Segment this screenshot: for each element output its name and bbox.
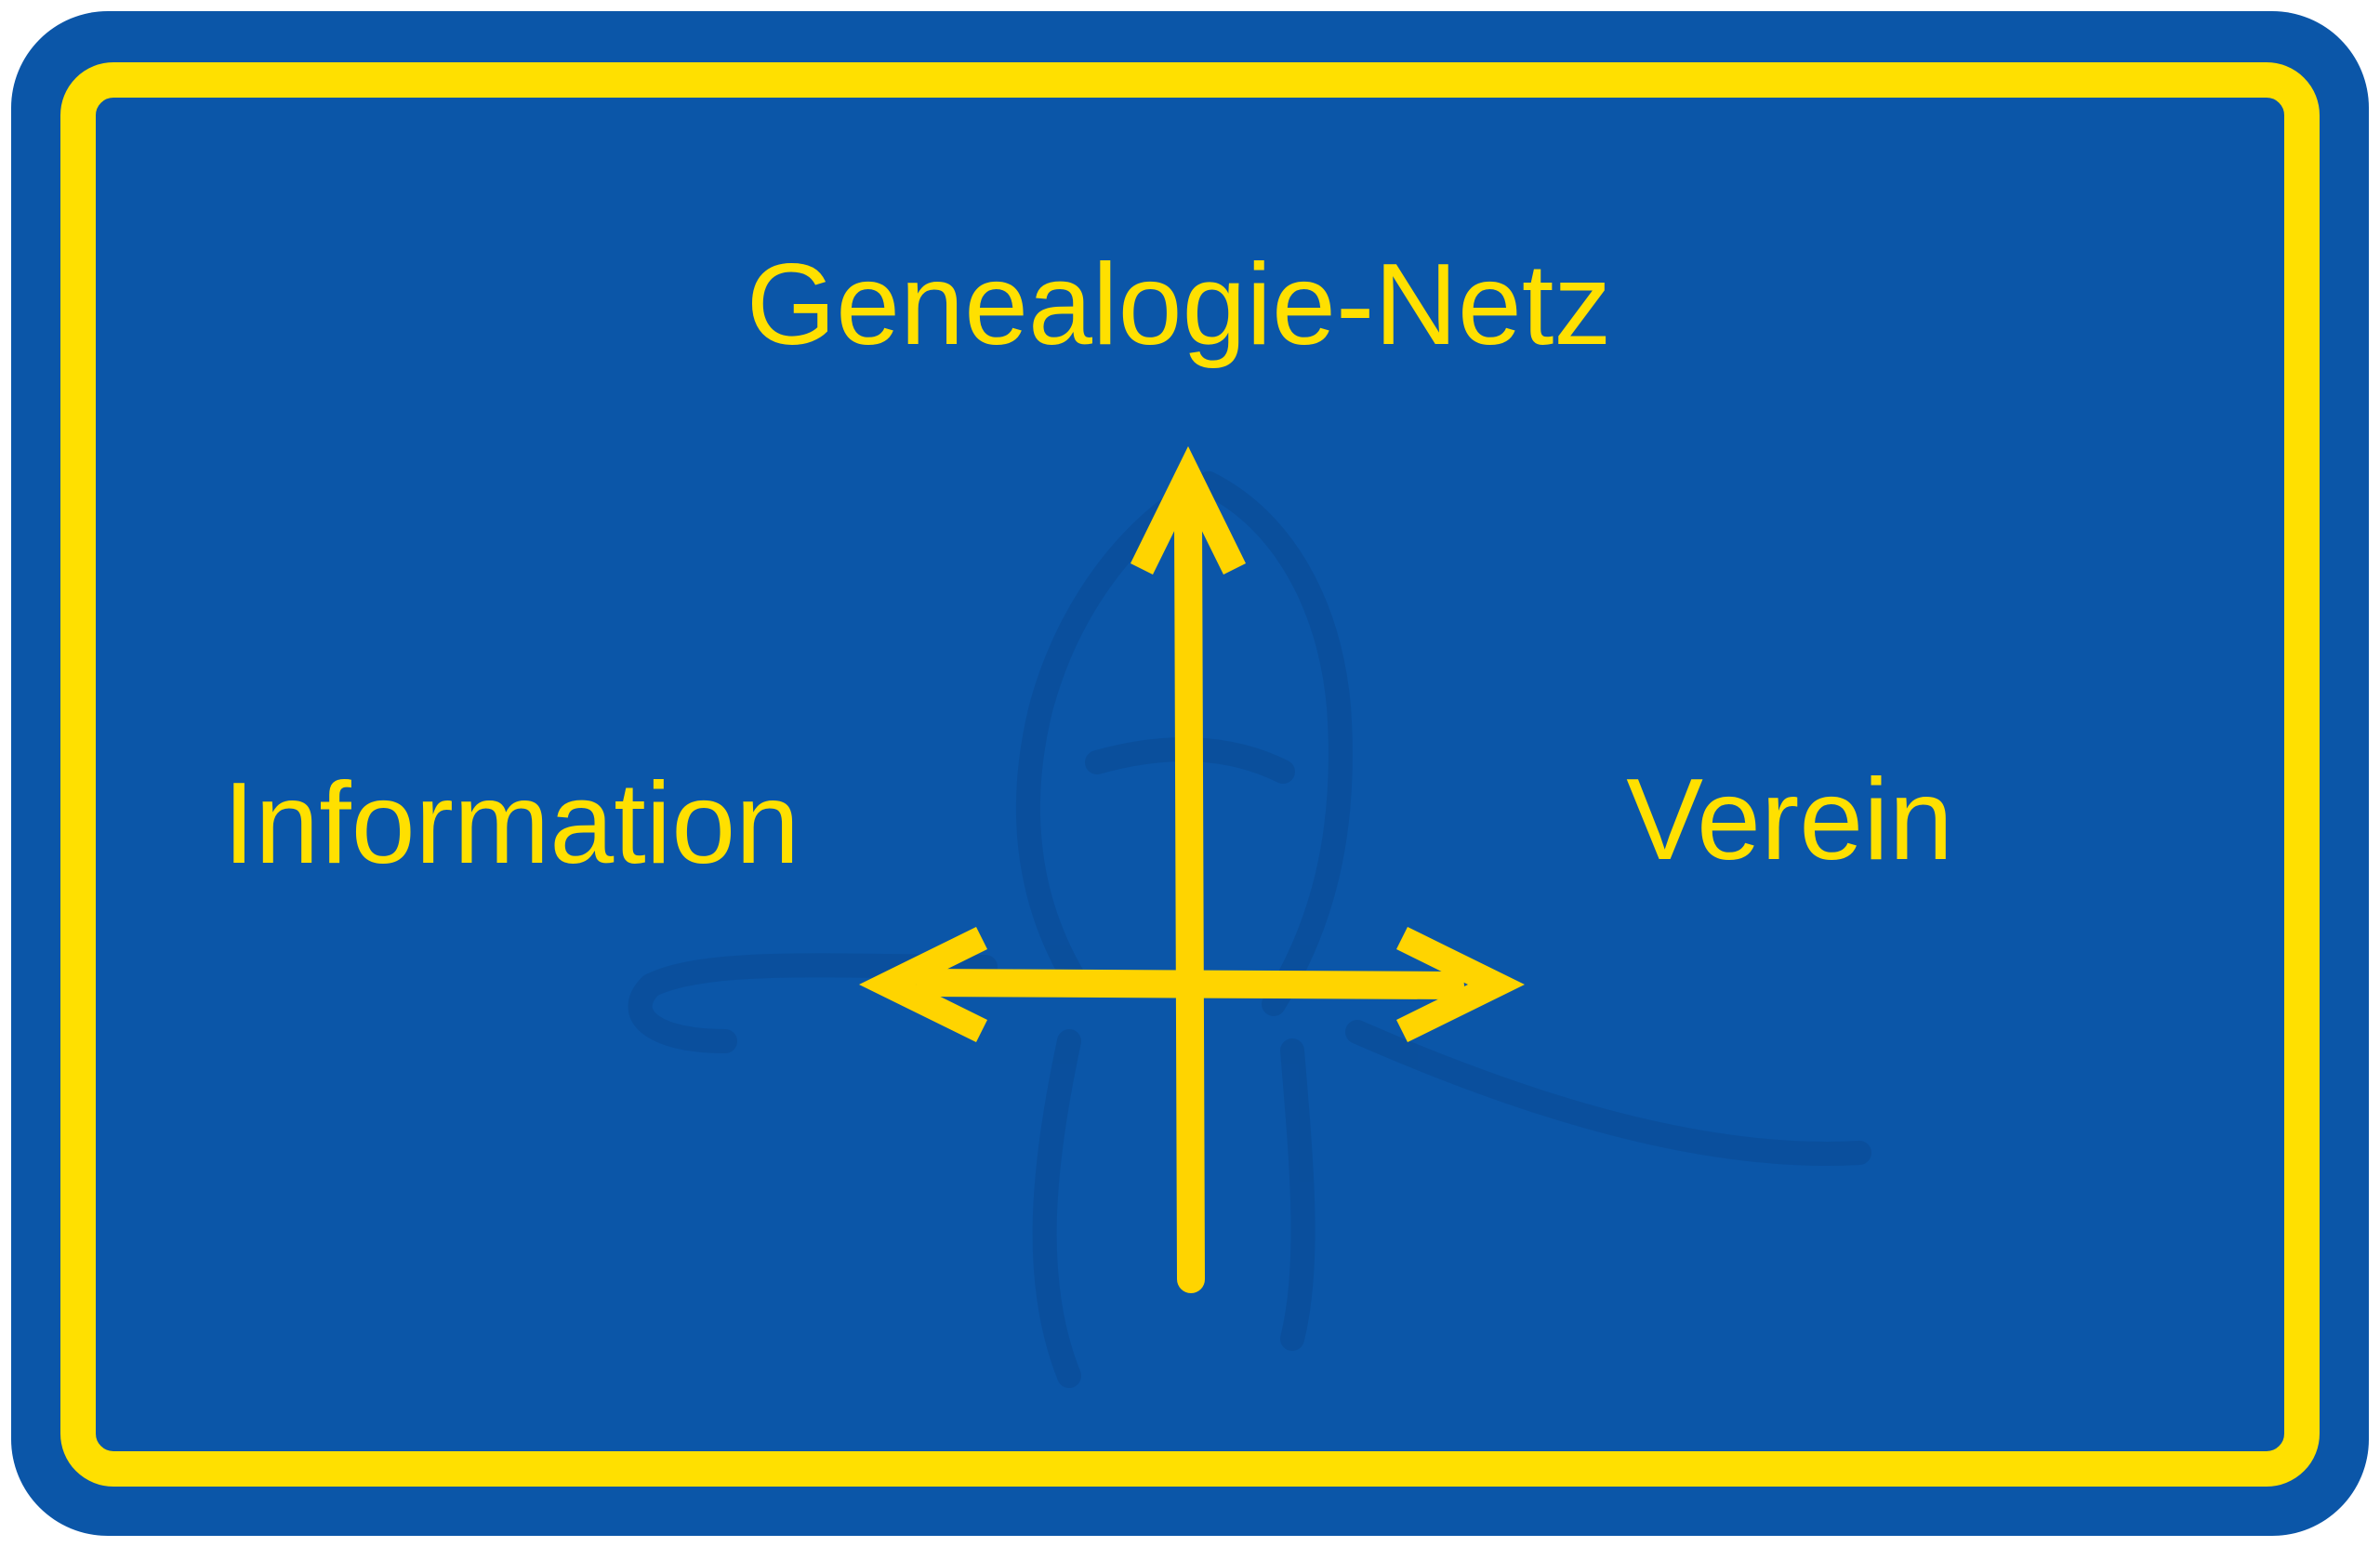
sign-border [60,62,2320,1487]
arrow-group [916,503,1464,1293]
left-label: Information [223,760,800,888]
top-label: Genealogie-Netz [747,241,1612,369]
arrow-right-icon [1396,927,1525,1042]
horizontal-shaft [916,969,1464,999]
right-label: Verein [1626,756,1953,884]
arrow-up-icon [1130,446,1246,575]
watermark-figure-icon [628,471,1871,1388]
arrow-left-icon [859,927,987,1042]
vertical-shaft [1174,503,1205,1293]
